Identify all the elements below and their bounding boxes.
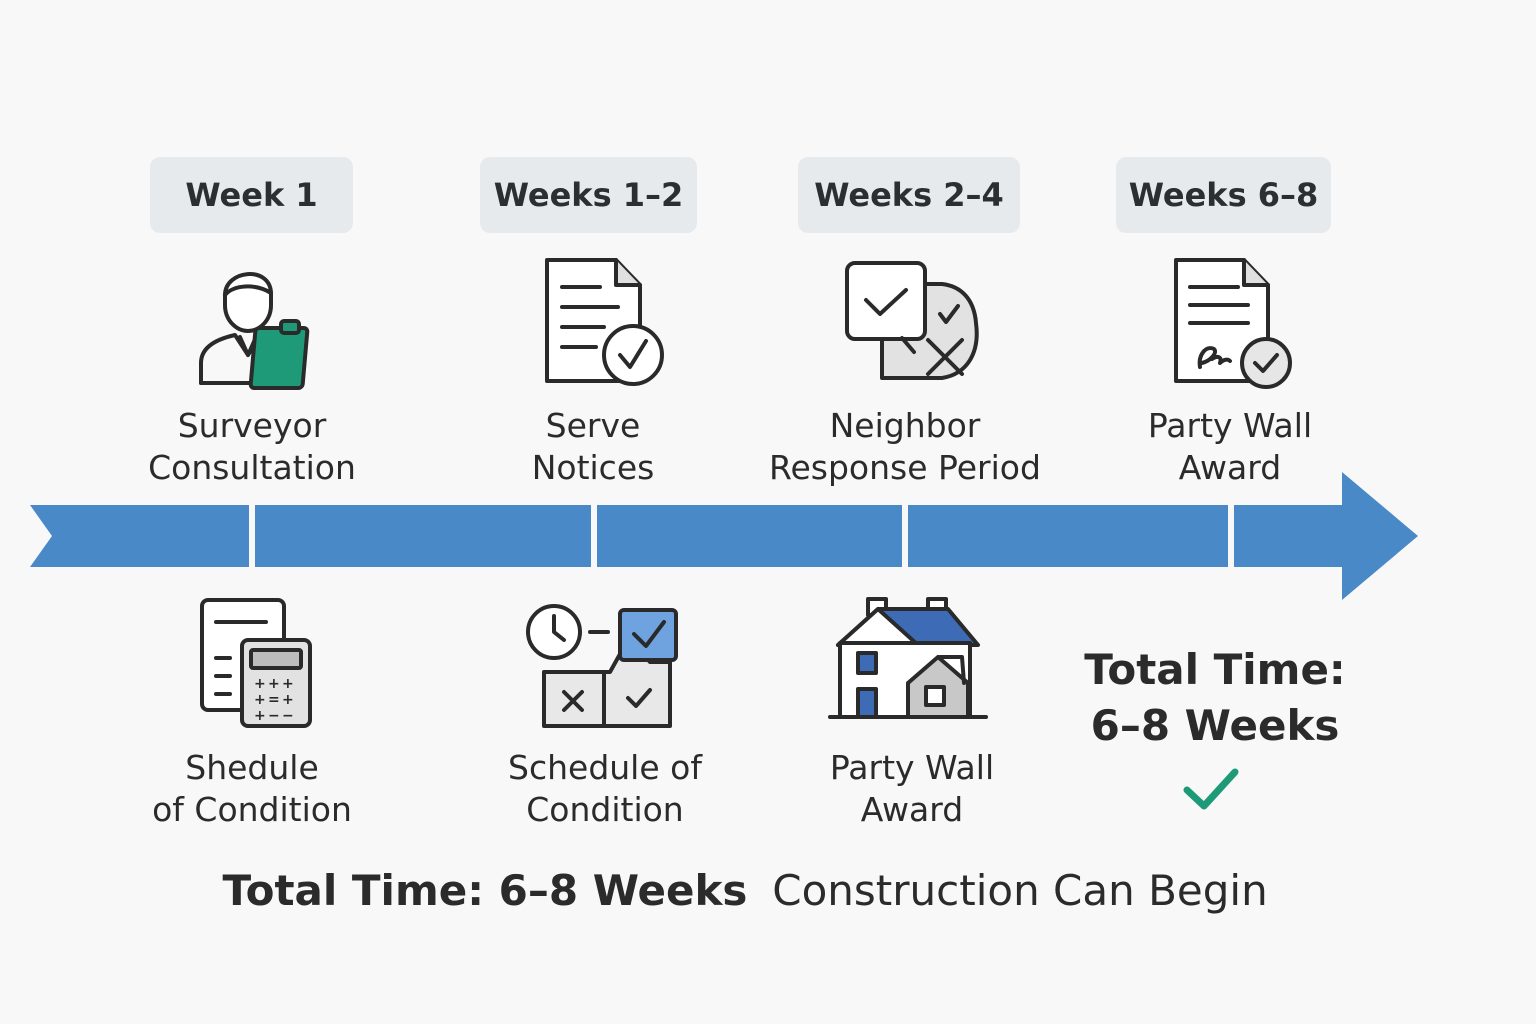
checkmark-icon [1183, 768, 1239, 810]
house-icon [828, 597, 988, 719]
svg-text:+: + [282, 692, 294, 708]
svg-text:−: − [282, 708, 294, 724]
response-checkbox-icon [845, 261, 979, 380]
svg-text:+: + [254, 692, 266, 708]
week-pill-2: Weeks 1–2 [480, 157, 697, 233]
svg-text:+: + [254, 676, 266, 692]
svg-text:=: = [268, 692, 280, 708]
clock-checklist-icon [526, 604, 678, 728]
surveyor-clipboard-icon [199, 272, 310, 390]
footer-construction-begin: Construction Can Begin [772, 866, 1268, 915]
svg-text:−: − [268, 708, 280, 724]
timeline-arrow [30, 472, 1418, 600]
svg-text:+: + [268, 676, 280, 692]
svg-text:+: + [282, 676, 294, 692]
document-check-icon [545, 258, 664, 386]
week-pill-1: Week 1 [150, 157, 353, 233]
svg-text:+: + [254, 708, 266, 724]
calculator-document-icon: +++ +=+ +−− [200, 598, 312, 728]
week-pill-3: Weeks 2–4 [798, 157, 1020, 233]
footer-total-time: Total Time: 6–8 Weeks [222, 866, 748, 915]
week-pill-4: Weeks 6–8 [1116, 157, 1331, 233]
total-time-summary: Total Time:6–8 Weeks [1084, 645, 1346, 750]
signed-document-icon [1174, 258, 1292, 389]
